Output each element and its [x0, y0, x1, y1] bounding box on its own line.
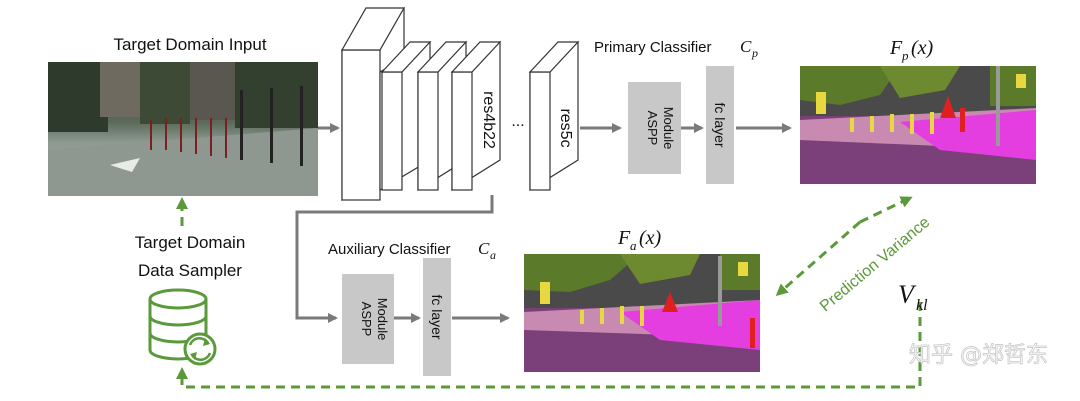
primary-fc-layer	[706, 66, 734, 184]
res5c-label: res5c	[557, 108, 574, 147]
fa-argument: (x)	[639, 227, 662, 249]
fp-symbol: F	[889, 37, 903, 59]
aux-aspp-line2: Module	[375, 298, 390, 341]
watermark: 知乎 @郑哲东	[909, 343, 1048, 368]
sampler-label-line2: Data Sampler	[138, 261, 242, 280]
primary-aspp-line1: ASPP	[645, 111, 660, 146]
target-input-title: Target Domain Input	[113, 35, 266, 54]
primary-segmentation-map	[800, 66, 1036, 184]
backbone-block-res4b22	[450, 40, 502, 192]
fa-subscript: a	[630, 238, 637, 253]
target-domain-input-image	[48, 62, 318, 196]
vkl-symbol: V	[898, 280, 917, 309]
auxiliary-segmentation-map	[524, 254, 760, 372]
aux-classifier-subscript: a	[490, 248, 496, 262]
res4b22-label: res4b22	[480, 91, 497, 149]
aux-fc-layer	[423, 258, 451, 376]
primary-classifier-symbol: C	[740, 37, 752, 56]
primary-classifier-label: Primary Classifier	[594, 39, 712, 56]
aux-aspp-module	[342, 274, 394, 364]
fp-argument: (x)	[911, 37, 934, 59]
aux-classifier-label: Auxiliary Classifier	[328, 241, 451, 258]
res4b22-to-aux-arrow	[295, 195, 494, 323]
sampler-label-line1: Target Domain	[135, 233, 246, 252]
primary-fc-label: fc layer	[712, 102, 728, 147]
fa-symbol: F	[617, 227, 631, 249]
ellipsis-label: ...	[511, 113, 524, 130]
primary-aspp-line2: Module	[661, 107, 676, 150]
fp-subscript: p	[901, 48, 909, 63]
variance-arrow-to-aux	[775, 220, 861, 296]
backbone-block-res5c	[528, 40, 580, 192]
primary-classifier-subscript: p	[751, 46, 758, 60]
primary-aspp-module	[628, 82, 681, 174]
vkl-feedback-arrow	[176, 302, 922, 389]
refresh-icon	[183, 332, 217, 366]
aux-aspp-line1: ASPP	[359, 302, 374, 337]
vkl-subscript: kl	[916, 297, 928, 314]
aux-fc-label: fc layer	[429, 294, 445, 339]
aux-classifier-symbol: C	[478, 239, 490, 258]
variance-arrow-to-primary	[859, 196, 913, 224]
